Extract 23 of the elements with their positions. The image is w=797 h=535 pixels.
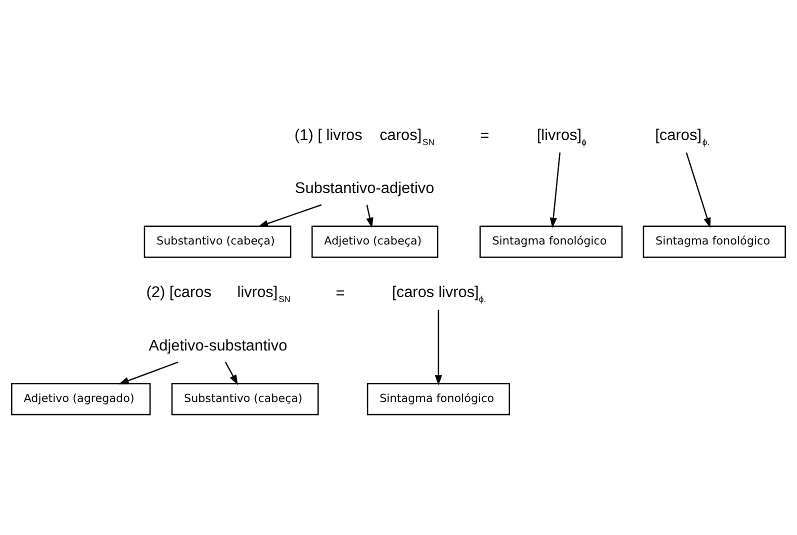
label: = bbox=[336, 284, 345, 302]
node-box: Substantivo (cabeça) bbox=[144, 225, 292, 258]
node-box: Sintagma fonológico bbox=[366, 382, 510, 415]
arrow bbox=[224, 361, 238, 385]
node-box: Sintagma fonológico bbox=[642, 225, 786, 258]
label: (2) [caros livros]$_{SN}$ bbox=[146, 284, 291, 304]
node-text: [caros]$_{ϕ.}$ bbox=[655, 126, 710, 146]
node-text: Adjetivo-substantivo bbox=[148, 336, 288, 354]
node-box: Substantivo (cabeça) bbox=[171, 382, 319, 415]
arrow bbox=[118, 361, 178, 384]
label: = bbox=[480, 127, 490, 144]
arrow bbox=[366, 204, 374, 228]
node-box: Adjetivo (agregado) bbox=[11, 382, 151, 415]
node-text: [caros livros]$_{ϕ.}$ bbox=[392, 284, 486, 304]
node-text: Substantivo-adjetivo bbox=[294, 180, 434, 197]
node-box: Adjetivo (cabeça) bbox=[311, 225, 438, 258]
node-text: [livros]$_{ϕ}$ bbox=[536, 126, 586, 146]
arrow bbox=[434, 309, 442, 385]
node-box: Sintagma fonológico bbox=[480, 225, 623, 258]
arrow bbox=[686, 152, 711, 228]
arrow bbox=[550, 152, 561, 228]
label: (1) [ livros caros]$_{SN}$ bbox=[294, 126, 434, 146]
arrow bbox=[258, 204, 322, 226]
